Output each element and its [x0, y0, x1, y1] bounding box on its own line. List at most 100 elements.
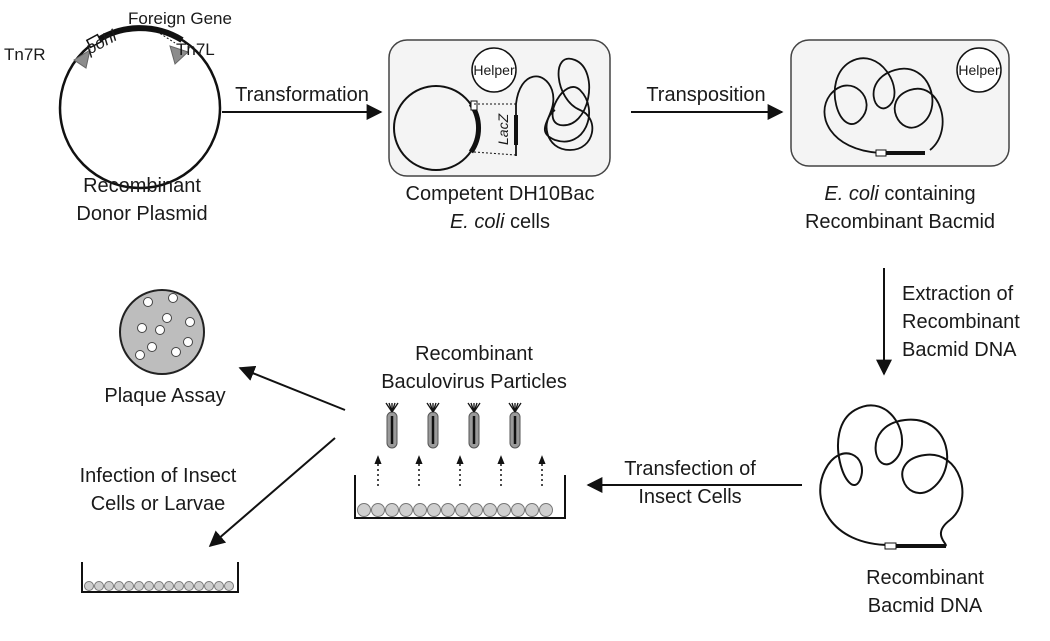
insect-cell — [469, 503, 483, 517]
bacmid-dna-label-line2: Bacmid DNA — [868, 595, 983, 617]
insect-cell — [413, 503, 427, 517]
lacz-label: LacZ — [495, 113, 511, 145]
plaque — [162, 313, 172, 323]
insect-cell — [539, 503, 553, 517]
insect-cell — [525, 503, 539, 517]
extraction-label-line3: Bacmid DNA — [902, 339, 1017, 361]
transformation-step: Transformation — [222, 84, 383, 120]
competent-cells-cells: cells — [504, 211, 550, 233]
transfection-label-line2: Insect Cells — [638, 486, 741, 508]
ecoli-bacmid-box — [790, 39, 1010, 167]
foreign-gene-label: Foreign Gene — [128, 9, 232, 28]
recombination-line-bottom — [473, 151, 517, 156]
tn7l-label: Tn7L — [176, 40, 215, 59]
plaque — [155, 325, 165, 335]
virus-particles — [385, 402, 522, 449]
virus-production: Recombinant Baculovirus Particles — [354, 343, 567, 519]
plaque — [135, 350, 145, 360]
competent-cells: Helper LacZ Competent DH10Bac E. coli ce… — [388, 39, 611, 233]
transfection-dish — [354, 475, 566, 519]
plaque — [185, 317, 195, 327]
insect-cell — [427, 503, 441, 517]
infection: Infection of Insect Cells or Larvae — [80, 465, 239, 593]
extraction-step: Extraction of Recombinant Bacmid DNA — [876, 268, 1020, 376]
insect-cell — [441, 503, 455, 517]
particles-label-line2: Baculovirus Particles — [381, 371, 567, 393]
insect-cell — [144, 581, 154, 591]
insect-cell — [497, 503, 511, 517]
extraction-label-line1: Extraction of — [902, 283, 1014, 305]
transfection-step: Transfection of Insect Cells — [586, 458, 802, 508]
competent-cells-label-line2: E. coli cells — [450, 211, 550, 233]
ecoli-bacmid-ecoli: E. coli — [824, 183, 879, 205]
bacmid-dna-label-line1: Recombinant — [866, 567, 984, 589]
ecoli-bacmid-containing: containing — [879, 183, 976, 205]
foreign-gene-insert — [93, 25, 184, 45]
insect-cell — [194, 581, 204, 591]
plaque — [171, 347, 181, 357]
plaque-assay-arrow — [238, 365, 346, 411]
transfection-label-line1: Transfection of — [624, 458, 756, 480]
tn7r-label: Tn7R — [4, 45, 46, 64]
plaque — [183, 337, 193, 347]
competent-cells-ecoli: E. coli — [450, 211, 505, 233]
insect-cell — [84, 581, 94, 591]
donor-plasmid: Foreign Gene Tn7R Tn7L pohl Recombinant … — [4, 9, 232, 225]
infection-label-line2: Cells or Larvae — [91, 493, 226, 515]
insect-cell — [357, 503, 371, 517]
insect-cell — [385, 503, 399, 517]
donor-plasmid-label-line1: Recombinant — [83, 175, 201, 197]
plaque — [168, 293, 178, 303]
insect-cell — [399, 503, 413, 517]
infection-label-line1: Infection of Insect — [80, 465, 237, 487]
virion-spike — [391, 402, 399, 413]
insect-cell — [174, 581, 184, 591]
infection-dish-cells — [84, 581, 234, 591]
ecoli-bacmid-label-line2: Recombinant Bacmid — [805, 211, 995, 233]
insect-cell — [483, 503, 497, 517]
insect-cell — [224, 581, 234, 591]
insect-cell — [134, 581, 144, 591]
recombinant-bacmid-in-cell — [823, 57, 944, 154]
helper-label: Helper — [473, 62, 515, 78]
insect-cell — [214, 581, 224, 591]
plaque — [147, 342, 157, 352]
bacmid-promoter — [875, 149, 887, 157]
transposition-label: Transposition — [646, 84, 765, 106]
competent-cells-label-line1: Competent DH10Bac — [406, 183, 595, 205]
plaques — [135, 293, 195, 360]
donor-plasmid-label-line2: Donor Plasmid — [76, 203, 207, 225]
insect-cell — [94, 581, 104, 591]
plaque-assay-label: Plaque Assay — [104, 385, 225, 407]
plaque-assay: Plaque Assay — [104, 289, 226, 407]
insect-cell — [124, 581, 134, 591]
transposition-step: Transposition — [631, 84, 784, 120]
tn7l-marker — [169, 45, 189, 65]
tn7r-marker — [73, 48, 91, 69]
plaque — [137, 323, 147, 333]
promoter-in-cell — [470, 100, 478, 111]
bacmid-dna-strand — [819, 404, 964, 547]
promoter-box — [85, 33, 103, 49]
helper-plasmid — [471, 47, 517, 93]
bacmid-dna-promoter — [884, 542, 897, 550]
transfection-dish-cells — [357, 503, 553, 517]
particles-label-line1: Recombinant — [415, 343, 533, 365]
insect-cell — [114, 581, 124, 591]
transformation-label: Transformation — [235, 84, 369, 106]
ecoli-bacmid-label-line1: E. coli containing — [824, 183, 975, 205]
insect-cell — [455, 503, 469, 517]
insect-cell — [204, 581, 214, 591]
insect-cell — [371, 503, 385, 517]
insect-cell — [164, 581, 174, 591]
insect-cell — [184, 581, 194, 591]
insect-cell — [154, 581, 164, 591]
foreign-gene-leader — [149, 26, 176, 44]
virion-spike — [514, 402, 522, 413]
extraction-label-line2: Recombinant — [902, 311, 1020, 333]
helper-label-2: Helper — [958, 62, 1000, 78]
ecoli-bacmid: Helper E. coli containing Recombinant Ba… — [790, 39, 1010, 233]
insect-cell — [511, 503, 525, 517]
bacmid-dna: Recombinant Bacmid DNA — [819, 404, 984, 617]
